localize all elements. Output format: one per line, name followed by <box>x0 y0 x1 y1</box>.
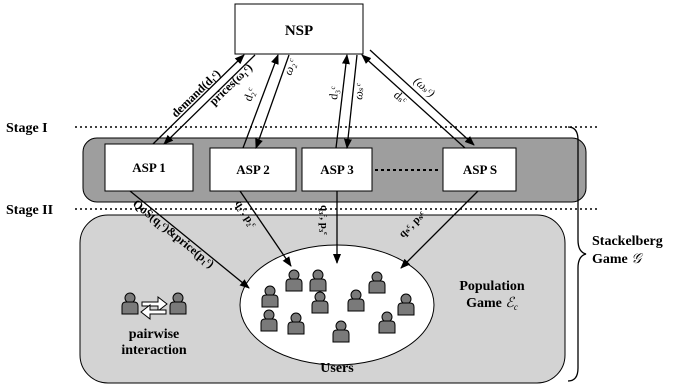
stage-1-label: Stage I <box>6 121 48 136</box>
arrow-nsp-to-asp2 <box>255 54 290 149</box>
population-game-line1: Population <box>459 279 525 294</box>
asp-s-label: ASP S <box>463 162 497 177</box>
pairwise-label-line2: interaction <box>121 343 187 358</box>
nsp-label: NSP <box>285 23 313 39</box>
arrow-nsp-to-asp1 <box>163 54 256 145</box>
label-ws-mid: ωₛᶜ <box>351 82 367 100</box>
asp-1-box <box>104 143 194 192</box>
asp-s-box <box>442 147 517 192</box>
arrow-asp3-to-nsp <box>335 54 350 149</box>
asp-2-box <box>209 147 297 192</box>
pairwise-label-line1: pairwise <box>129 327 180 342</box>
label-ds: dₛᶜ <box>391 88 410 107</box>
users-label: Users <box>320 361 354 376</box>
asp-1-label: ASP 1 <box>132 160 166 175</box>
population-game-line2: Game ℰc <box>466 296 518 312</box>
asp-2-label: ASP 2 <box>236 162 270 177</box>
arrow-asp2-to-users <box>239 190 292 267</box>
arrow-asp1-to-nsp <box>152 54 245 145</box>
arrow-nsp-to-asp3 <box>343 54 358 149</box>
arrow-asps-to-users <box>400 190 479 269</box>
exchange-arrows-icon <box>140 295 168 321</box>
stackelberg-brace <box>567 126 587 382</box>
stackelberg-line1: Stackelberg <box>592 234 663 249</box>
arrow-asp2-to-nsp <box>242 54 279 149</box>
label-d3: d₃ᶜ <box>326 86 341 101</box>
label-ws-paren: (ωₛᶜ) <box>411 74 438 100</box>
arrow-nsp-to-asps <box>369 49 475 146</box>
arrow-asps-to-nsp <box>361 54 466 149</box>
asp-3-label: ASP 3 <box>320 162 354 177</box>
label-d2: d₂ᶜ <box>241 86 259 103</box>
arrow-asp1-to-users <box>129 190 250 289</box>
label-q3-p3: q₃ᶜ, p₃ᶜ <box>318 205 330 235</box>
label-w2: ω₂ᶜ <box>281 57 300 77</box>
nsp-box <box>234 3 364 55</box>
stackelberg-line2: Game 𝒢 <box>592 252 643 267</box>
stage-2-label: Stage II <box>6 203 53 218</box>
